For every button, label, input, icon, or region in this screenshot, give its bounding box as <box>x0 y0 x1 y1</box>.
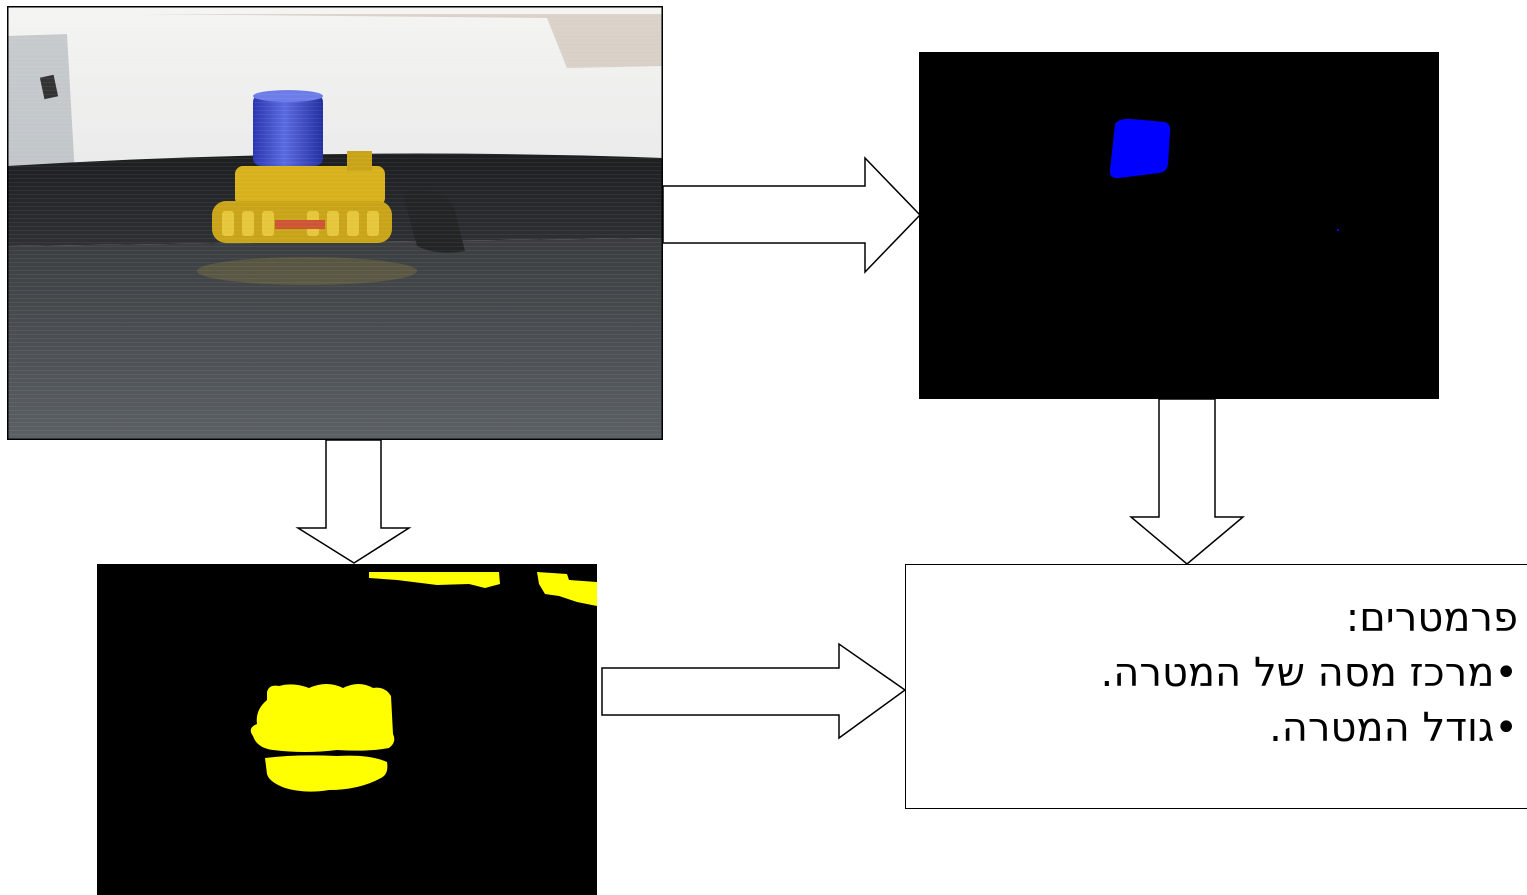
yellow-mask-image <box>97 564 597 895</box>
parameters-title: פרמטרים: <box>1345 595 1518 641</box>
yellow-speck-top <box>369 572 500 588</box>
parameters-box: פרמטרים: •מרכז מסה של המטרה. •גודל המטרה… <box>905 564 1527 809</box>
blue-mask-image <box>919 52 1439 399</box>
blue-blob <box>1109 118 1171 179</box>
yellow-blob-lower <box>265 755 388 792</box>
yellow-blob-upper <box>250 684 395 752</box>
parameters-text: פרמטרים: •מרכז מסה של המטרה. •גודל המטרה… <box>1101 591 1518 756</box>
camera-frame-image <box>7 6 663 440</box>
blue-speck <box>1337 229 1339 231</box>
yellow-speck-corner <box>537 572 597 606</box>
arrow-yellow-mask-to-parameters <box>601 642 907 740</box>
arrow-camera-to-yellow-mask <box>295 439 412 564</box>
parameter-item-target-size: •גודל המטרה. <box>1269 705 1518 751</box>
arrow-camera-to-blue-mask <box>662 156 922 274</box>
parameter-item-center-of-mass: •מרכז מסה של המטרה. <box>1100 650 1518 696</box>
arrow-blue-mask-to-parameters <box>1128 398 1246 565</box>
